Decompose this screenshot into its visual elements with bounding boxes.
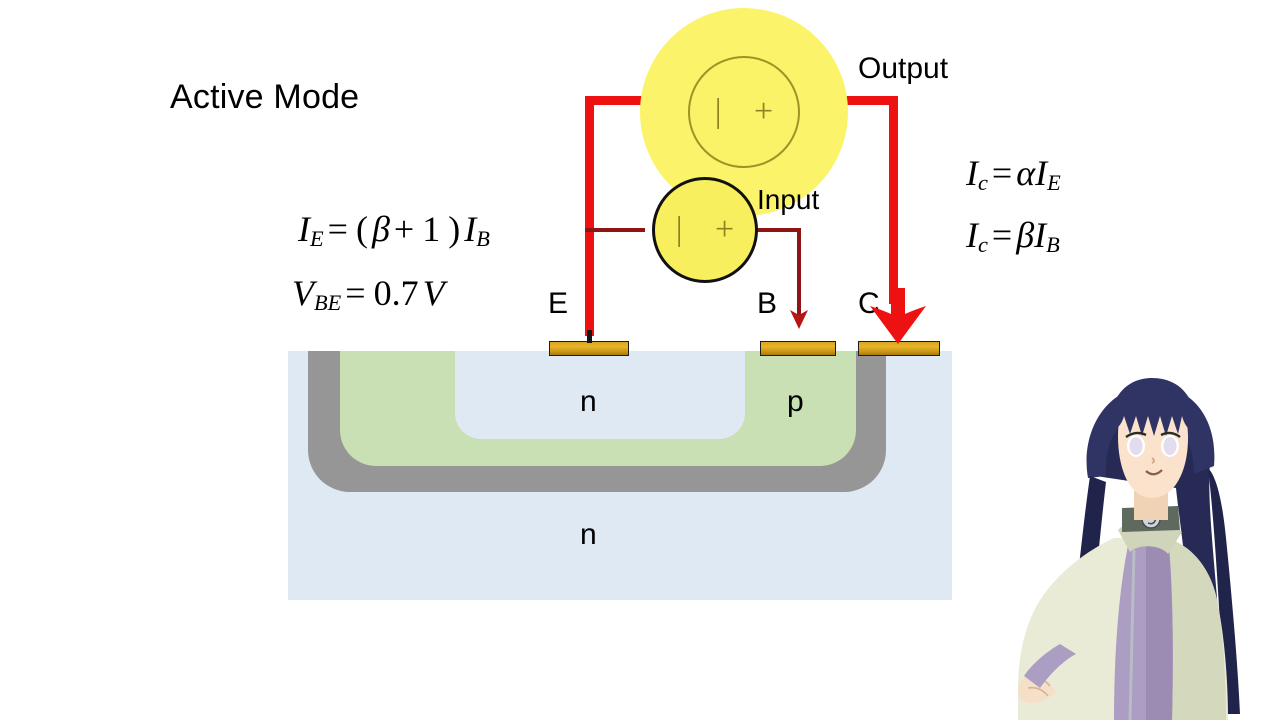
voltage-source-output[interactable]: | +: [688, 56, 800, 168]
wire-input-right-horizontal: [744, 228, 800, 232]
eq-ica-sub-E: E: [1047, 169, 1061, 195]
terminal-label-e: E: [548, 287, 569, 320]
terminal-label-b: B: [757, 287, 778, 320]
voltage-source-input[interactable]: | +: [652, 177, 758, 283]
eq-ie-plus: +: [393, 209, 415, 249]
eq-icb-beta: β: [1016, 215, 1035, 255]
equation-collector-current-beta: Ic=βIB: [966, 214, 1060, 258]
equation-collector-current-alpha: Ic=αIE: [966, 152, 1061, 196]
contact-pad-emitter[interactable]: [549, 341, 629, 356]
eq-ie-one: 1: [422, 209, 441, 249]
eq-icb-var-I: I: [966, 215, 978, 255]
equation-emitter-current: IE=(β+1)IB: [298, 208, 490, 252]
input-label: Input: [757, 184, 820, 215]
voltage-source-symbol-input: | +: [675, 211, 747, 248]
eq-ica-equals: =: [991, 153, 1013, 193]
eq-ie-sub-E: E: [310, 225, 324, 251]
eq-icb-equals: =: [991, 215, 1013, 255]
wire-output-right-vertical: [889, 96, 898, 304]
eq-ie-close-paren: ): [448, 209, 461, 249]
eq-vbe-sub-BE: BE: [314, 289, 342, 315]
eq-icb-var-I2: I: [1034, 215, 1047, 255]
page-title: Active Mode: [170, 78, 360, 116]
contact-pad-base[interactable]: [760, 341, 836, 356]
eq-vbe-var-V: V: [292, 273, 314, 313]
wire-input-left-horizontal: [585, 228, 645, 232]
eq-ie-open-paren: (: [355, 209, 368, 249]
eq-ica-sub-c: c: [978, 169, 988, 195]
collector-current-arrow-icon: [870, 288, 926, 344]
region-label-p-base: p: [787, 385, 804, 418]
eq-ie-var-I: I: [298, 209, 310, 249]
eq-ie-beta: β: [371, 209, 390, 249]
eq-vbe-value: 0.7: [373, 273, 419, 313]
region-label-n-emitter: n: [580, 385, 597, 418]
eq-vbe-equals: =: [345, 273, 366, 313]
eq-ie-equals: =: [327, 209, 348, 249]
eq-icb-sub-B: B: [1046, 231, 1060, 257]
eq-ica-var-I: I: [966, 153, 978, 193]
anime-character-illustration: [1018, 378, 1240, 720]
region-label-n-substrate: n: [580, 518, 597, 551]
eq-ie-sub-B: B: [476, 225, 490, 251]
eq-ica-alpha: α: [1016, 153, 1036, 193]
n-emitter-region: [455, 351, 745, 439]
output-label: Output: [858, 52, 949, 85]
wire-input-right-vertical: [797, 228, 801, 320]
wire-output-left-vertical: [585, 96, 594, 336]
eq-icb-sub-c: c: [978, 231, 988, 257]
eq-vbe-unit: V: [422, 273, 445, 313]
eq-ica-var-I2: I: [1035, 153, 1048, 193]
eq-ie-var-I2: I: [464, 209, 477, 249]
voltage-source-symbol-output: | +: [714, 93, 786, 130]
base-current-arrow-icon: [790, 310, 808, 329]
emitter-wire-terminal-nub: [587, 330, 592, 343]
